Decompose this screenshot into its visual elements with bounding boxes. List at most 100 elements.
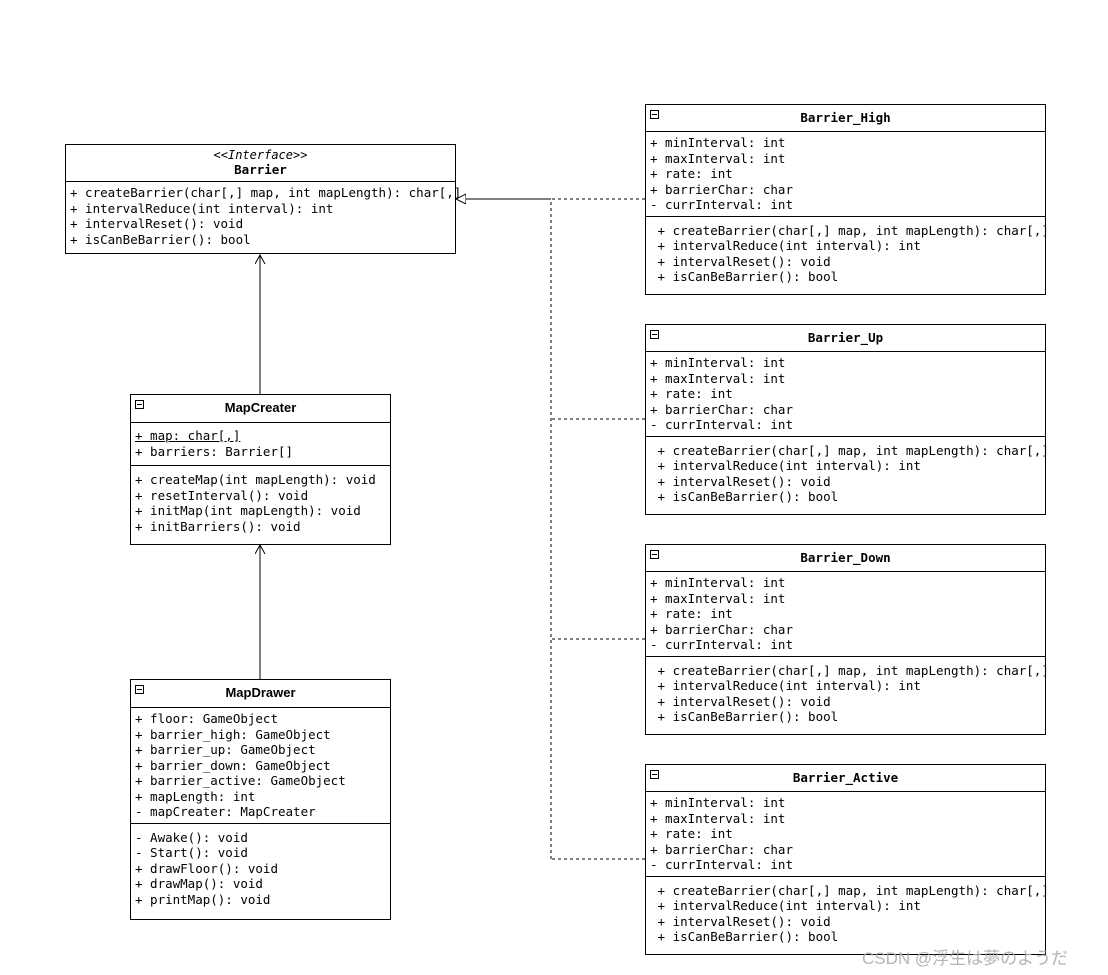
operation-row: + intervalReset(): void [650,473,831,489]
static-attribute-row: + map: char[,] [135,428,241,443]
realization-lines [550,198,645,860]
attributes-section: + floor: GameObject + barrier_high: Game… [131,708,390,823]
barrier-active-class-box[interactable]: Barrier_Active + minInterval: int + maxI… [645,764,1049,955]
operation-row: + intervalReduce(int interval): int [650,678,921,693]
operation-row: - Awake(): void [135,829,248,845]
class-name: MapCreater [224,400,297,415]
attributes-section: + minInterval: int + maxInterval: int + … [646,132,1045,216]
class-name: Barrier_Active [792,770,899,785]
class-name: Barrier_Down [800,550,891,565]
collapse-icon[interactable] [650,330,659,339]
operation-row: + intervalReduce(int interval): int [650,898,921,913]
attribute-row: + barrier_active: GameObject [135,773,346,788]
mapdrawer-header: MapDrawer [131,680,390,708]
class-name: MapDrawer [225,685,296,700]
operation-row: + isCanBeBarrier(): bool [650,269,839,284]
mapcreater-class-box[interactable]: MapCreater + map: char[,] + barriers: Ba… [130,394,391,545]
attribute-row: - currInterval: int [650,417,793,432]
barrier-high-header: Barrier_High [646,105,1045,132]
operation-row: + resetInterval(): void [135,487,309,503]
attribute-row: - currInterval: int [650,637,793,652]
attribute-row: + barrier_down: GameObject [135,757,331,773]
attributes-section: + map: char[,] + barriers: Barrier[] [131,423,390,465]
attribute-row: + minInterval: int [650,575,786,590]
operations-section: + createBarrier(char[,] map, int mapLeng… [646,215,1049,288]
operation-row: + initMap(int mapLength): void [135,503,361,518]
operation-row: + initBarriers(): void [135,518,301,534]
operation-row: + isCanBeBarrier(): bool [650,929,839,944]
attribute-row: + minInterval: int [650,795,786,810]
barrier-interface-box[interactable]: <<Interface>> Barrier + createBarrier(ch… [65,144,462,254]
operations-section: - Awake(): void - Start(): void + drawFl… [131,822,390,911]
operation-row: + intervalReduce(int interval): int [70,200,334,216]
attribute-row: + barrier_up: GameObject [135,742,316,757]
barrier-up-class-box[interactable]: Barrier_Up + minInterval: int + maxInter… [645,324,1049,515]
attribute-row: - currInterval: int [650,197,793,212]
collapse-icon[interactable] [650,550,659,559]
attributes-section: + minInterval: int + maxInterval: int + … [646,352,1045,436]
operation-row: + intervalReset(): void [70,216,244,231]
barrier-down-class-box[interactable]: Barrier_Down + minInterval: int + maxInt… [645,544,1049,735]
collapse-icon[interactable] [650,110,659,119]
operation-row: + intervalReset(): void [650,913,831,929]
interface-stereotype: <<Interface>> [213,148,308,162]
operation-row: + createMap(int mapLength): void [135,472,376,487]
attributes-section: + minInterval: int + maxInterval: int + … [646,792,1045,876]
operation-row: + createBarrier(char[,] map, int mapLeng… [650,222,1049,238]
collapse-icon[interactable] [135,400,144,409]
watermark: CSDN @浮生は夢のようだ [862,949,1069,968]
attribute-row: + rate: int [650,826,733,841]
attribute-row: + maxInterval: int [650,810,786,826]
attribute-row: - mapCreater: MapCreater [135,804,316,819]
operation-row: + intervalReduce(int interval): int [650,238,921,253]
operation-row: + isCanBeBarrier(): bool [70,231,251,247]
attribute-row: + rate: int [650,386,733,401]
barrier-up-header: Barrier_Up [646,325,1045,352]
barrier-high-class-box[interactable]: Barrier_High + minInterval: int + maxInt… [645,104,1049,295]
attribute-row: + barriers: Barrier[] [135,443,294,459]
attribute-row: + barrierChar: char [650,841,793,857]
attribute-row: + barrierChar: char [650,401,793,417]
attribute-row: + barrier_high: GameObject [135,726,331,742]
operation-row: + isCanBeBarrier(): bool [650,709,839,724]
barrier-active-header: Barrier_Active [646,765,1045,792]
attributes-section: + minInterval: int + maxInterval: int + … [646,572,1045,656]
attribute-row: + barrierChar: char [650,621,793,637]
operation-row: + isCanBeBarrier(): bool [650,489,839,504]
attribute-row: + maxInterval: int [650,590,786,606]
operation-row: + intervalReset(): void [650,693,831,709]
mapdrawer-class-box[interactable]: MapDrawer + floor: GameObject + barrier_… [130,679,391,920]
operations-section: + createBarrier(char[,] map, int mapLeng… [646,875,1049,948]
class-name: Barrier_Up [807,330,884,345]
operation-row: + intervalReduce(int interval): int [650,458,921,473]
attribute-row: + mapLength: int [135,788,256,804]
attribute-row: + minInterval: int [650,135,786,150]
class-name: Barrier_High [800,110,891,125]
barrier-interface-header: <<Interface>> Barrier [66,145,455,182]
collapse-icon[interactable] [650,770,659,779]
attribute-row: + maxInterval: int [650,370,786,386]
operation-row: + drawMap(): void [135,876,263,891]
collapse-icon[interactable] [135,685,144,694]
attribute-row: + rate: int [650,166,733,181]
operation-row: + createBarrier(char[,] map, int mapLeng… [650,662,1049,678]
operations-section: + createMap(int mapLength): void + reset… [131,465,390,537]
operations-section: + createBarrier(char[,] map, int mapLeng… [646,435,1049,508]
operation-row: + printMap(): void [135,891,271,907]
mapcreater-header: MapCreater [131,395,390,423]
operation-row: + createBarrier(char[,] map, int mapLeng… [650,882,1049,898]
attribute-row: + barrierChar: char [650,181,793,197]
operation-row: + drawFloor(): void [135,860,278,876]
attribute-row: + floor: GameObject [135,711,278,726]
class-name: Barrier [234,162,287,177]
barrier-down-header: Barrier_Down [646,545,1045,572]
attribute-row: + minInterval: int [650,355,786,370]
attribute-row: + rate: int [650,606,733,621]
attribute-row: - currInterval: int [650,857,793,872]
operations-section: + createBarrier(char[,] map, int mapLeng… [66,182,462,250]
operations-section: + createBarrier(char[,] map, int mapLeng… [646,655,1049,728]
operation-row: - Start(): void [135,845,248,860]
operation-row: + createBarrier(char[,] map, int mapLeng… [70,185,462,200]
operation-row: + createBarrier(char[,] map, int mapLeng… [650,442,1049,458]
